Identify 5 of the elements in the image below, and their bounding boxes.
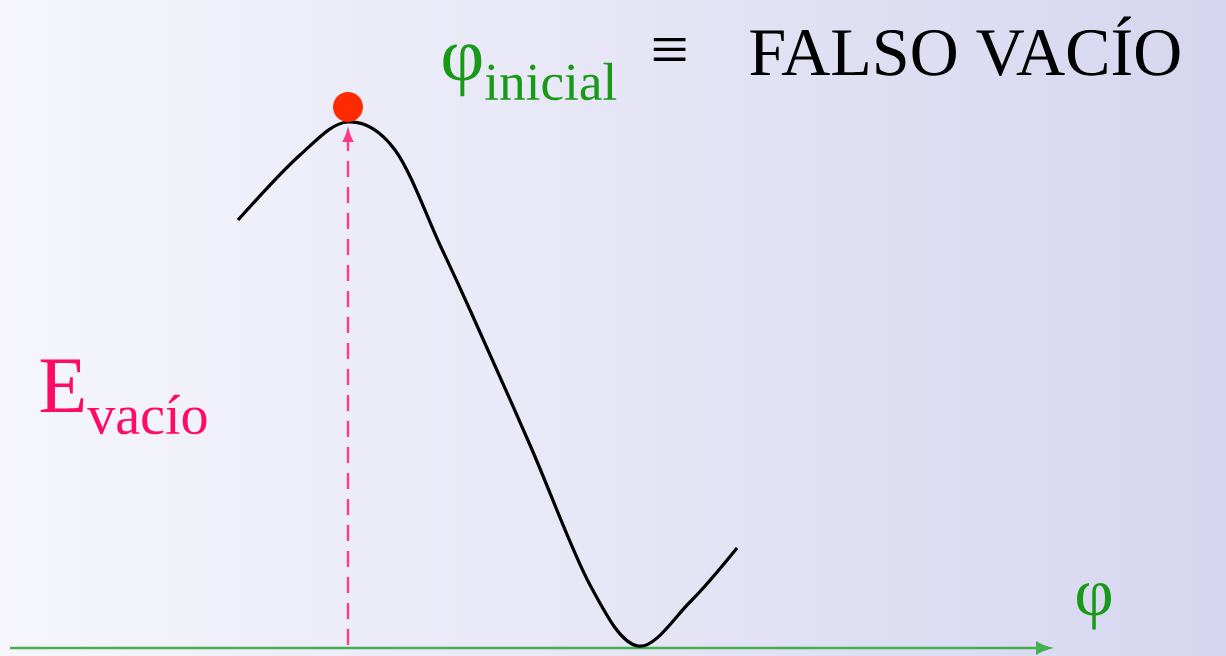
equivalence-sign: ≡	[653, 37, 686, 61]
field-symbol: φ$_{inicial}$	[443, 44, 617, 101]
axis-label: φ	[1077, 582, 1111, 630]
heading: FALSO VACÍO	[750, 16, 1180, 76]
energy-label: E$_{vacío}$	[40, 359, 207, 435]
